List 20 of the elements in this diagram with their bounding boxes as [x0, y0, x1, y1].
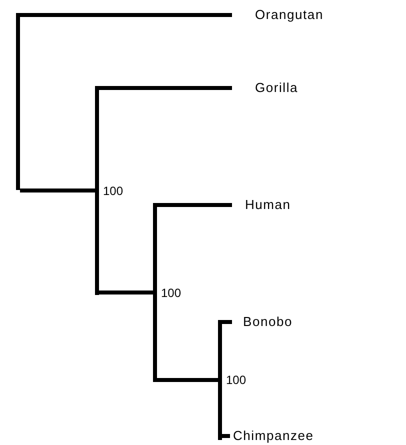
tree-branch — [20, 13, 232, 17]
bootstrap-value: 100 — [103, 184, 124, 198]
tree-node-bar — [218, 320, 222, 440]
bootstrap-value: 100 — [226, 373, 246, 387]
species-label: Human — [245, 197, 291, 213]
tree-branch — [222, 434, 230, 438]
species-label: Gorilla — [255, 80, 298, 96]
tree-branch — [99, 290, 153, 294]
tree-node-bar — [16, 13, 20, 190]
species-label: Bonobo — [243, 314, 293, 330]
species-label: Orangutan — [255, 7, 324, 23]
tree-branch — [157, 203, 232, 207]
tree-node-bar — [153, 203, 157, 382]
tree-branch — [222, 320, 232, 324]
tree-branch — [99, 86, 232, 90]
tree-branch — [20, 188, 95, 192]
bootstrap-value: 100 — [161, 286, 182, 300]
species-label: Chimpanzee — [233, 428, 314, 444]
tree-node-bar — [95, 86, 99, 295]
tree-branch — [157, 378, 218, 382]
